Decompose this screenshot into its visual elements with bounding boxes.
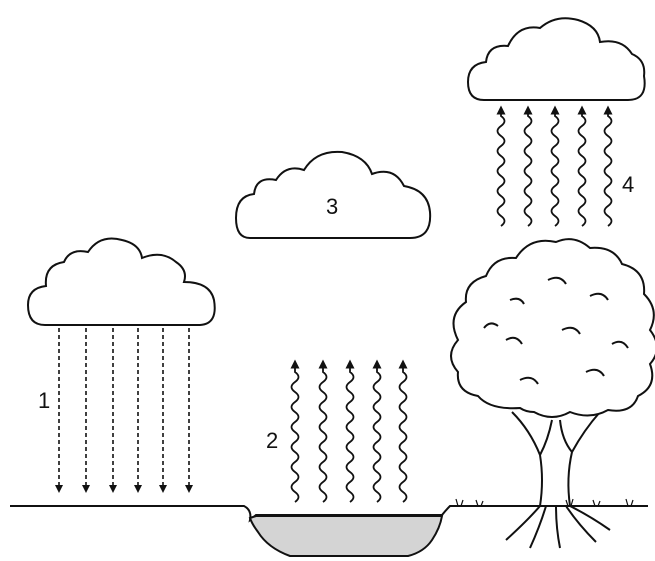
wavy-arrow xyxy=(498,110,505,226)
precipitation-arrows xyxy=(59,328,189,489)
tree-icon xyxy=(451,239,655,548)
label-condensation: 3 xyxy=(326,194,338,219)
label-evaporation: 2 xyxy=(266,428,278,453)
label-precipitation: 1 xyxy=(38,388,50,413)
label-transpiration: 4 xyxy=(622,172,634,197)
evaporation-arrows xyxy=(292,364,407,502)
wavy-arrow xyxy=(400,364,407,502)
wavy-arrow xyxy=(320,364,327,502)
grass-tufts xyxy=(456,499,633,506)
wavy-arrow xyxy=(525,110,532,226)
cloud-icon xyxy=(468,18,645,100)
transpiration-arrows xyxy=(498,110,612,226)
cloud-icon xyxy=(28,239,215,326)
pond-icon xyxy=(250,516,442,556)
wavy-arrow xyxy=(374,364,381,502)
wavy-arrow xyxy=(579,110,586,226)
wavy-arrow xyxy=(552,110,559,226)
wavy-arrow xyxy=(605,110,612,226)
wavy-arrow xyxy=(292,364,299,502)
wavy-arrow xyxy=(347,364,354,502)
